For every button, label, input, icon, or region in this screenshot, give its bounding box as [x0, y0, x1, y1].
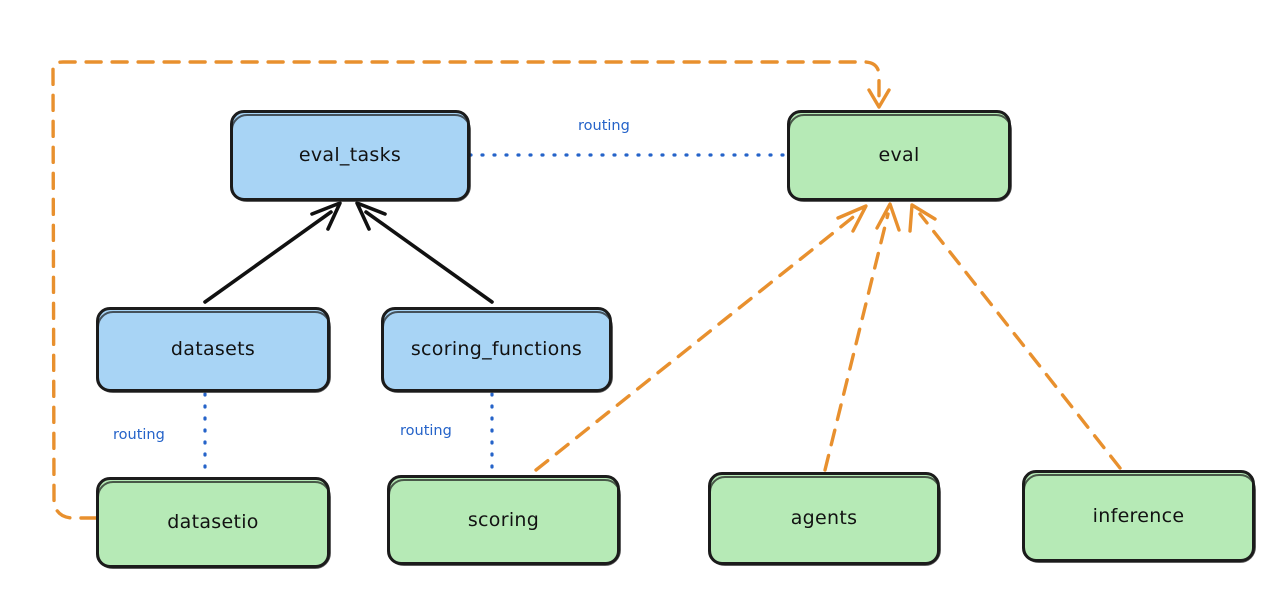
- node-datasets[interactable]: datasets: [96, 307, 331, 393]
- edge-agents-eval: [823, 202, 901, 472]
- node-scoring[interactable]: scoring: [387, 475, 621, 566]
- node-label-scoring-functions: scoring_functions: [410, 338, 583, 361]
- edge-inference-eval: [908, 203, 1122, 470]
- node-label-eval-tasks: eval_tasks: [298, 144, 402, 167]
- edge-label-scoring-functions-routing: routing: [400, 423, 452, 439]
- node-label-inference: inference: [1092, 504, 1185, 527]
- node-label-datasetio: datasetio: [167, 511, 259, 534]
- node-datasetio[interactable]: datasetio: [96, 477, 331, 569]
- edge-label-datasets-routing: routing: [113, 427, 165, 443]
- node-label-datasets: datasets: [170, 338, 256, 361]
- node-eval[interactable]: eval: [787, 110, 1012, 202]
- edge-datasets-evaltasks: [203, 201, 342, 304]
- node-label-eval: eval: [878, 144, 920, 167]
- node-label-scoring: scoring: [467, 508, 540, 531]
- edge-label-eval-routing: routing: [578, 118, 630, 134]
- node-agents[interactable]: agents: [708, 472, 941, 566]
- node-label-agents: agents: [790, 507, 858, 530]
- edge-datasetio-eval: [51, 60, 891, 520]
- edge-scoringfunctions-evaltasks: [355, 201, 494, 304]
- node-inference[interactable]: inference: [1022, 470, 1256, 563]
- node-eval-tasks[interactable]: eval_tasks: [230, 110, 471, 202]
- node-scoring-functions[interactable]: scoring_functions: [381, 307, 613, 393]
